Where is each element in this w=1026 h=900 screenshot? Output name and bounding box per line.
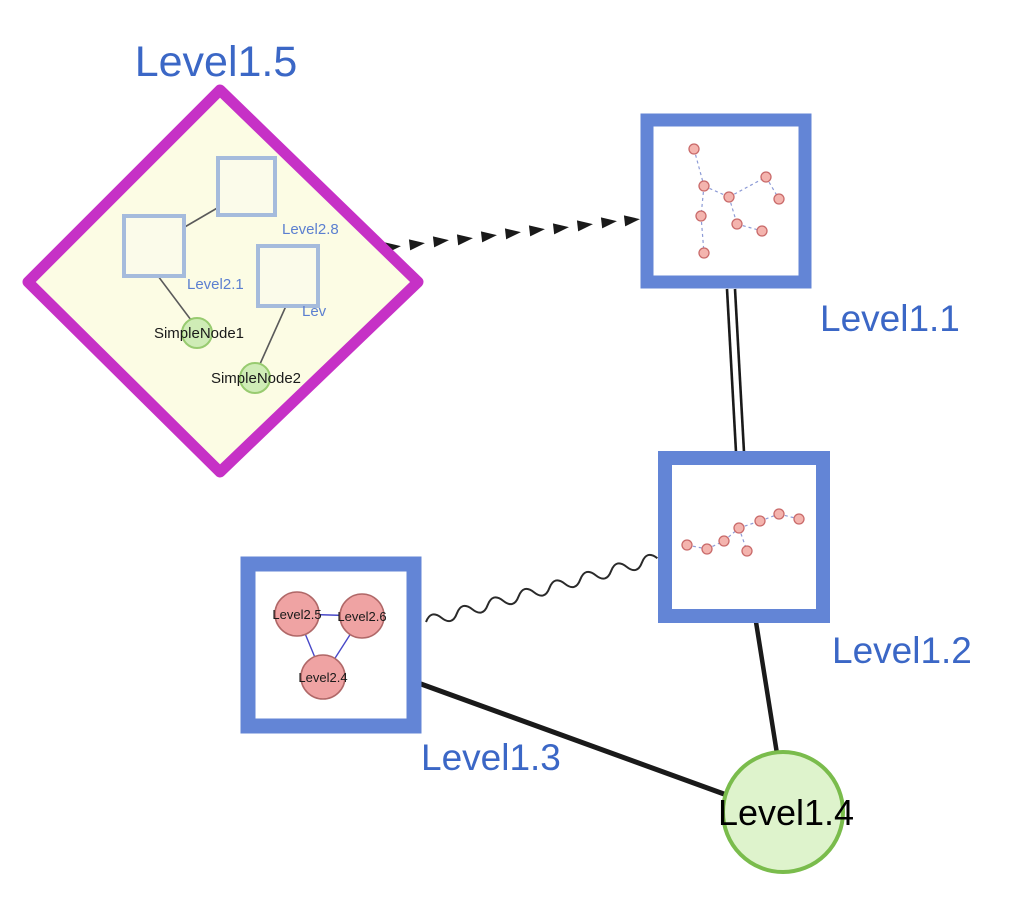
level11-mini-graph [688,143,785,259]
level13-square-shape[interactable] [240,556,422,734]
node-simplenode2-label: SimpleNode2 [211,370,301,387]
node-level25-label: Level2.5 [272,607,321,622]
node-lev-label: Lev [302,303,327,320]
group-node-level13[interactable]: Level2.5 Level2.6 Level2.4 [240,556,422,734]
mini-node[interactable] [793,513,805,525]
mini-node[interactable] [688,143,700,155]
node-level26[interactable] [339,593,385,639]
mini-node[interactable] [741,545,753,557]
level12-square-shape[interactable] [658,451,830,623]
node-level11-label: Level1.1 [820,298,960,339]
edge-level13-level12-wavy[interactable] [425,553,659,627]
node-level15-label: Level1.5 [135,38,298,86]
edge-level12-level14[interactable] [753,619,781,763]
edge-level11-level12-double[interactable] [725,288,746,453]
level12-mini-graph [681,508,805,557]
node-level28-label: Level2.8 [282,221,339,238]
group-node-level15[interactable]: Level2.8 Level2.1 Lev SimpleNode1 Simple… [22,84,424,478]
mini-node[interactable] [695,210,707,222]
node-level24-label: Level2.4 [298,670,347,685]
mini-node[interactable] [718,535,730,547]
inner-edge-lev-simplenode2[interactable] [259,305,287,365]
mini-node[interactable] [760,171,772,183]
node-level14[interactable]: Level1.4 [718,750,854,874]
node-level14-label: Level1.4 [718,792,854,833]
mini-node[interactable] [701,543,713,555]
mini-node[interactable] [754,515,766,527]
mini-node[interactable] [773,193,785,205]
mini-node[interactable] [681,539,693,551]
group-node-level12[interactable] [658,451,830,623]
node-level12-label: Level1.2 [832,630,972,671]
node-simplenode2[interactable] [239,362,271,394]
inner-edge-level28-level21[interactable] [182,206,220,229]
edge-level15-level11-dashed-arrow[interactable] [384,213,641,254]
node-level13-label: Level1.3 [421,737,561,778]
edge-level13-level14[interactable] [418,681,738,801]
node-level24[interactable] [300,654,346,700]
node-level26-label: Level2.6 [337,609,386,624]
mini-node[interactable] [698,247,710,259]
node-level21-label: Level2.1 [187,276,244,293]
node-simplenode1-label: SimpleNode1 [154,325,244,342]
node-level21[interactable] [122,214,186,278]
mini-node[interactable] [723,191,735,203]
node-level25[interactable] [274,591,320,637]
group-node-level11[interactable] [640,113,812,289]
node-lev[interactable] [256,244,320,308]
node-simplenode1[interactable] [181,317,213,349]
level15-diamond-shape[interactable] [22,84,424,478]
level14-circle-shape[interactable] [721,750,845,874]
mini-node[interactable] [731,218,743,230]
mini-node[interactable] [733,522,745,534]
mini-node[interactable] [698,180,710,192]
node-level28[interactable] [216,156,277,217]
inner-edge-level21-simplenode1[interactable] [157,275,192,321]
mini-node[interactable] [756,225,768,237]
mini-node[interactable] [773,508,785,520]
